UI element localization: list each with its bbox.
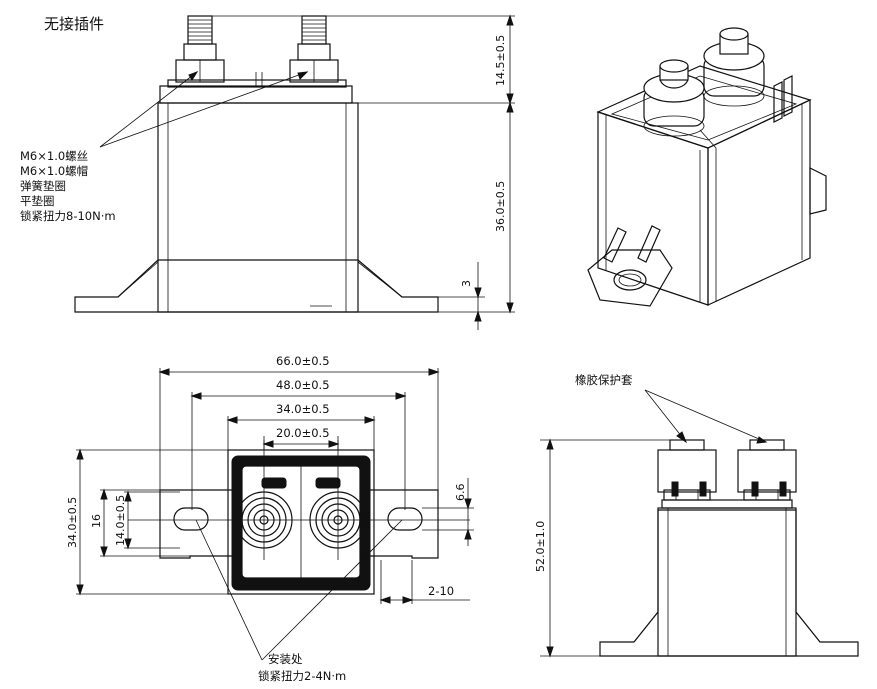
dim-14: 14.0±0.5 <box>114 495 127 546</box>
dim-body-height: 36.0±0.5 <box>494 181 507 232</box>
cover-leader-right <box>644 389 767 443</box>
top-view: 66.0±0.5 48.0±0.5 34.0±0.5 20.0±0.5 34.0… <box>66 354 474 683</box>
install-leader-right <box>261 519 403 661</box>
mount-slot-left <box>173 507 209 531</box>
side-view-cover-right <box>737 439 797 501</box>
dim-6-6: 6.6 <box>454 484 467 502</box>
dim-52: 52.0±1.0 <box>534 521 547 572</box>
isometric-view <box>587 27 827 307</box>
dim-66: 66.0±0.5 <box>276 354 330 368</box>
install-leader-left <box>195 519 263 661</box>
side-view: 橡胶保护套 52.0±1.0 <box>534 373 859 658</box>
iso-terminal-cover-left <box>643 59 705 137</box>
dim-16: 16 <box>90 514 103 528</box>
iso-mount-bracket <box>587 249 673 307</box>
label-flat-washer: 平垫圈 <box>20 194 55 208</box>
front-right-terminal <box>289 15 339 83</box>
dim-base: 3 <box>460 280 473 287</box>
mount-slot-right <box>387 507 423 531</box>
leader-line-left <box>99 71 198 148</box>
title-text: 无接插件 <box>44 15 104 33</box>
top-view-flange <box>159 489 439 559</box>
install-label: 安装处 <box>268 652 303 666</box>
iso-terminal-cover-right <box>703 27 765 107</box>
dim-34: 34.0±0.5 <box>276 402 330 416</box>
front-view: M6×1.0螺丝 M6×1.0螺帽 弹簧垫圈 平垫圈 锁紧扭力8-10N·m 1… <box>20 14 515 330</box>
front-body <box>157 102 359 313</box>
front-base-flange <box>74 259 439 313</box>
cover-leader-left <box>644 389 687 443</box>
label-spring-washer: 弹簧垫圈 <box>20 179 66 193</box>
label-torque: 锁紧扭力8-10N·m <box>20 209 116 223</box>
top-view-body <box>227 449 375 595</box>
dim-48: 48.0±0.5 <box>276 378 330 392</box>
dim-terminal-height: 14.5±0.5 <box>494 35 507 86</box>
iso-body-right-face <box>707 99 811 306</box>
dim-20: 20.0±0.5 <box>276 426 330 440</box>
dim-2-10: 2-10 <box>428 584 454 598</box>
iso-body-left-face <box>597 111 709 306</box>
label-nut: M6×1.0螺帽 <box>20 164 88 178</box>
side-view-cover-left <box>657 439 717 501</box>
install-torque: 锁紧扭力2-4N·m <box>258 669 346 683</box>
leader-line-right <box>99 71 308 148</box>
front-left-terminal <box>175 15 225 83</box>
side-view-body <box>657 507 797 657</box>
label-screw: M6×1.0螺丝 <box>20 149 88 163</box>
side-view-base <box>599 509 859 657</box>
dim-height-34: 34.0±0.5 <box>66 497 79 548</box>
cover-label: 橡胶保护套 <box>575 373 633 387</box>
